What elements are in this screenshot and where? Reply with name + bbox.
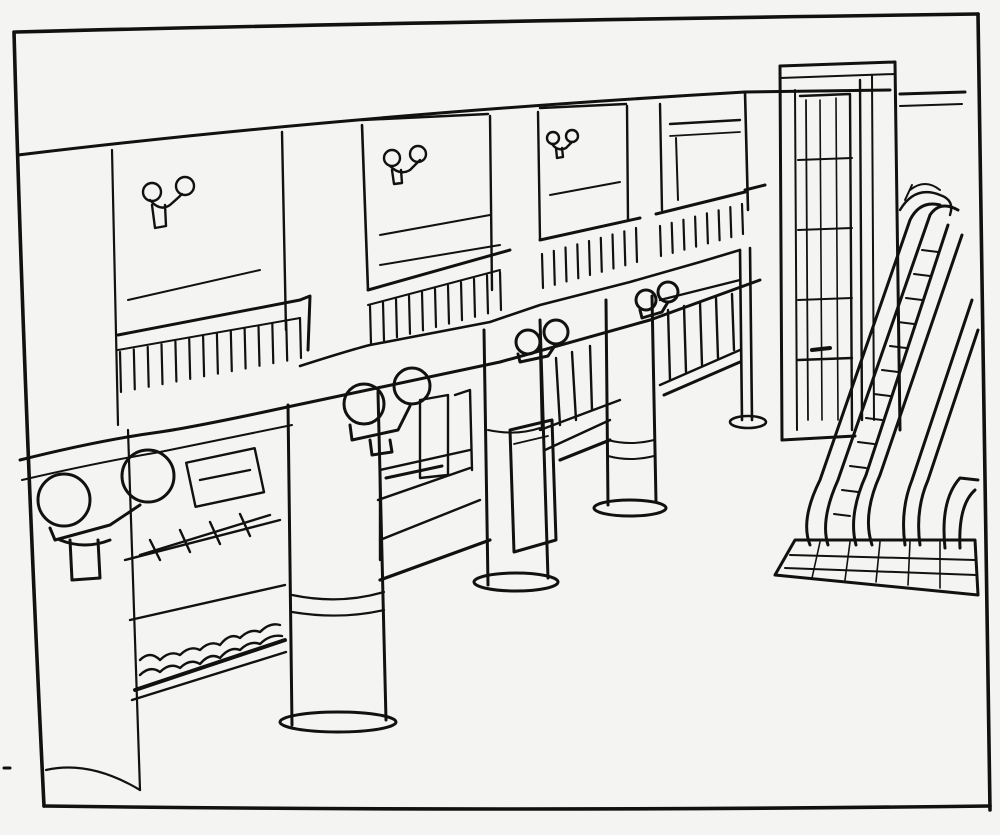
escalator-step [841, 489, 859, 493]
railing-baluster [498, 270, 503, 312]
storefront-left [44, 428, 288, 792]
railing-baluster [202, 335, 206, 378]
escalator-step [833, 513, 851, 517]
railing-baluster [623, 230, 627, 267]
upper-wall-bands [127, 181, 621, 301]
floor-mat [773, 538, 980, 597]
railing-baluster [682, 218, 686, 251]
column-4 [728, 246, 768, 430]
railing-baluster [658, 224, 663, 258]
escalator [805, 183, 980, 550]
escalator-step [865, 417, 883, 421]
railing-baluster [694, 215, 698, 248]
column-1 [278, 390, 398, 734]
escalator-step [921, 249, 939, 253]
railing-baluster [564, 246, 568, 283]
lamp-column-1 [342, 366, 432, 457]
railing-baluster [670, 221, 674, 254]
railing-baluster [576, 243, 580, 280]
wall-sconces [141, 128, 580, 230]
railing-baluster [634, 226, 639, 264]
sconce-middle [382, 144, 428, 186]
railing-baluster [174, 340, 178, 383]
railing-baluster [257, 324, 261, 367]
railing-baluster [485, 274, 490, 315]
railing-baluster [407, 294, 412, 335]
railing-baluster [472, 277, 477, 318]
sconce-left [141, 175, 196, 230]
storefront-middle [376, 338, 622, 582]
railing-baluster [729, 206, 733, 239]
railing-baluster [298, 316, 303, 360]
column-sign [508, 418, 558, 554]
railing-baluster [587, 239, 592, 277]
escalator-step [905, 297, 923, 301]
globe-lamps [36, 280, 680, 582]
upper-wall-divisions [110, 90, 750, 427]
railing-baluster [446, 284, 451, 325]
escalator-step [889, 345, 907, 349]
ceiling-lines [16, 88, 967, 157]
railing-baluster [285, 319, 289, 362]
railing-baluster [459, 281, 464, 322]
railing-baluster [552, 249, 556, 286]
railing-baluster [271, 322, 275, 365]
column-2 [472, 318, 560, 593]
railing-baluster [420, 291, 425, 332]
railing-baluster [118, 350, 123, 394]
railing-baluster [160, 343, 164, 386]
railing-baluster [368, 304, 373, 346]
escalator-step [913, 273, 931, 277]
railing-baluster [132, 348, 136, 391]
railing-baluster [243, 327, 247, 370]
frame-border [12, 12, 992, 812]
escalator-step [897, 321, 915, 325]
railing-baluster [599, 236, 603, 273]
storefront-right [658, 278, 742, 397]
escalator-step [881, 369, 899, 373]
railing-baluster [740, 202, 745, 236]
railing-baluster [146, 345, 150, 388]
lamp-column-3 [634, 280, 680, 320]
railing-baluster [717, 209, 721, 242]
railing-baluster [215, 332, 219, 375]
escalator-step [857, 441, 875, 445]
column-3 [592, 294, 668, 518]
escalator-step [849, 465, 867, 469]
railing-baluster [229, 330, 233, 373]
escalator-step [873, 393, 891, 397]
railing-baluster [394, 298, 399, 339]
balcony-ledges [18, 183, 767, 481]
railing-baluster [540, 252, 545, 290]
railing-baluster [381, 301, 386, 342]
railing-baluster [433, 287, 438, 329]
lamp-column-2 [514, 318, 570, 364]
sconce-right [545, 128, 580, 160]
upper-gallery-railings [118, 202, 745, 394]
railing-baluster [188, 337, 192, 380]
tall-glass-tower [778, 60, 902, 442]
railing-baluster [611, 233, 615, 270]
lamp-left [36, 448, 176, 582]
railing-baluster [705, 212, 709, 245]
